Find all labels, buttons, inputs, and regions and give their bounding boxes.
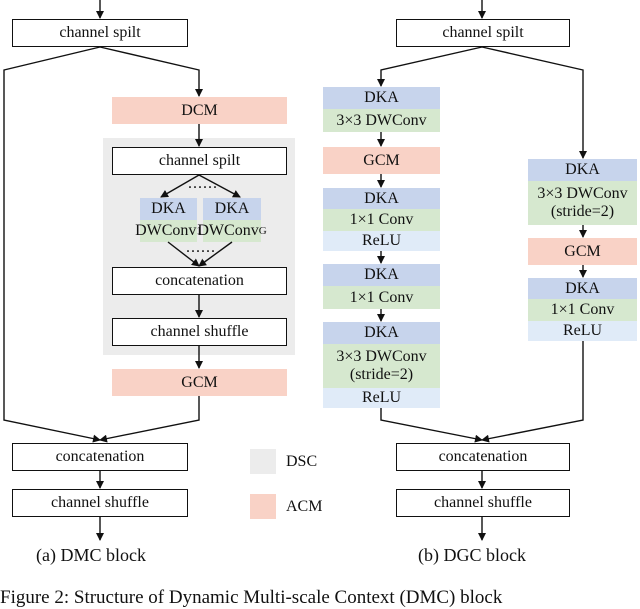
dgc-right-gcm: GCM <box>528 238 637 265</box>
dgc-right-conv-1-line2: (stride=2) <box>550 203 615 220</box>
dgc-channel-shuffle: channel shuffle <box>396 489 570 517</box>
dgc-left-relu-2: ReLU <box>323 231 440 251</box>
dgc-left-dka-2: DKA <box>323 188 440 209</box>
dmc-inner-channel-shuffle: channel shuffle <box>112 318 287 346</box>
dgc-caption: (b) DGC block <box>418 545 526 565</box>
dgc-left-conv-3: 1×1 Conv <box>323 286 440 309</box>
dmc-gcm: GCM <box>112 369 287 396</box>
dmc-dcm: DCM <box>112 97 287 124</box>
dgc-right-dka-2: DKA <box>528 278 637 299</box>
dgc-right-conv-1-line1: 3×3 DWConv <box>537 185 628 203</box>
dgc-left-dka-3: DKA <box>323 264 440 286</box>
dgc-left-dka-4: DKA <box>323 322 440 344</box>
legend-dsc-label: DSC <box>286 453 318 470</box>
dgc-channel-split: channel spilt <box>396 19 570 47</box>
dgc-right-relu-2: ReLU <box>528 321 637 341</box>
dgc-left-conv-1: 3×3 DWConv <box>323 109 440 132</box>
dmc-channel-shuffle: channel shuffle <box>12 489 188 517</box>
dmc-concatenation: concatenation <box>12 443 188 471</box>
dgc-left-conv-4: 3×3 DWConv (stride=2) <box>323 344 440 388</box>
dmc-inner-concatenation: concatenation <box>112 267 287 295</box>
dgc-left-conv-4-line2: (stride=2) <box>349 366 414 383</box>
dmc-channel-split: channel spilt <box>12 19 188 47</box>
dmc-group1-dka: DKA <box>140 198 197 220</box>
legend-acm-label: ACM <box>286 498 323 515</box>
dgc-left-dka-1: DKA <box>323 87 440 109</box>
dgc-right-dka-1: DKA <box>528 159 637 181</box>
dmc-caption: (a) DMC block <box>36 545 146 565</box>
legend-dsc-swatch <box>250 449 276 474</box>
dmc-group-dots-bottom: ...... <box>186 239 216 256</box>
legend-acm-swatch <box>250 494 276 519</box>
dmc-group-dots-top: ...... <box>188 175 218 192</box>
dgc-right-conv-2: 1×1 Conv <box>528 299 637 321</box>
dgc-left-conv-4-line1: 3×3 DWConv <box>336 348 427 366</box>
dgc-left-gcm: GCM <box>323 147 440 174</box>
dmc-groupG-dka: DKA <box>203 198 261 220</box>
dgc-left-conv-2: 1×1 Conv <box>323 209 440 231</box>
dgc-right-conv-1: 3×3 DWConv (stride=2) <box>528 181 637 225</box>
dgc-concatenation: concatenation <box>396 443 570 471</box>
dgc-left-relu-4: ReLU <box>323 388 440 408</box>
